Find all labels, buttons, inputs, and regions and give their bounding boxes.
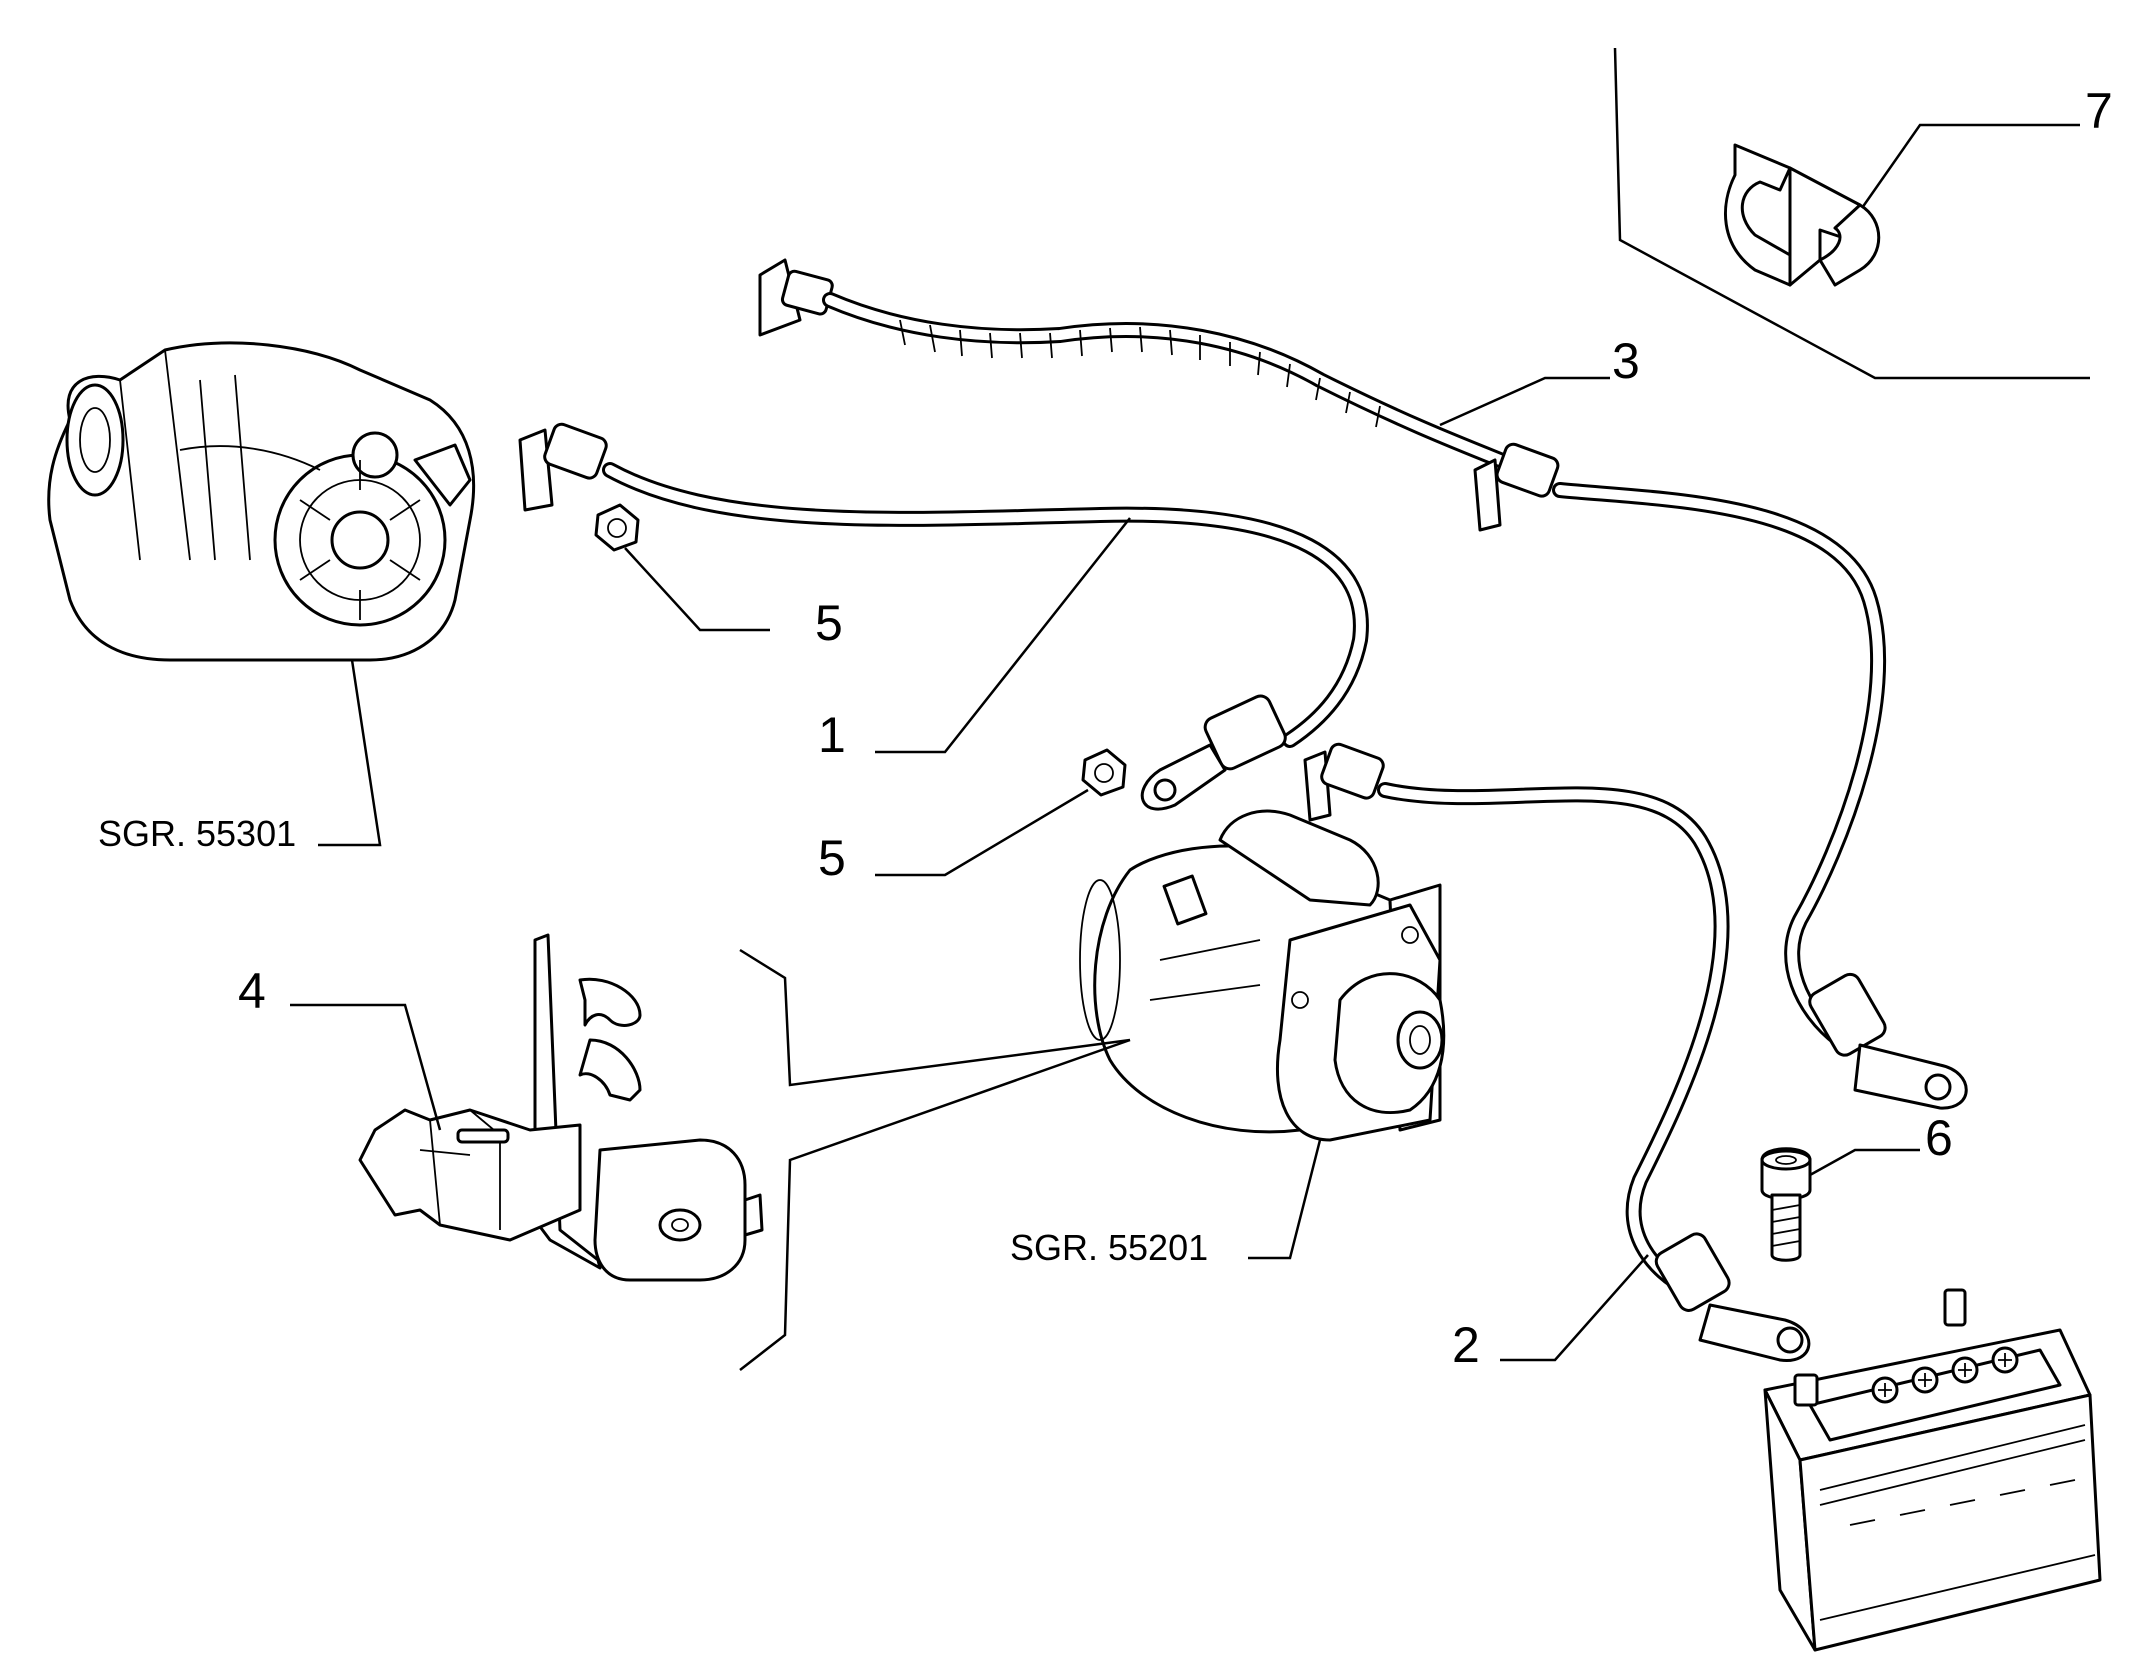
- leader-2: [1500, 1254, 1649, 1362]
- leader-4: [290, 1003, 442, 1131]
- leader-1: [875, 517, 1131, 754]
- cable-1: [518, 422, 1369, 811]
- callout-5-upper: 5: [815, 595, 843, 651]
- nut-5-upper: [594, 503, 640, 552]
- bolt-6: [1760, 1147, 1812, 1262]
- leader-3: [1439, 376, 1610, 427]
- callout-3: 3: [1612, 333, 1640, 389]
- clip-7: [1724, 143, 1881, 287]
- bracket-upper: [739, 948, 1131, 1087]
- callout-6: 6: [1925, 1110, 1953, 1166]
- battery-illustration: [1763, 1288, 2102, 1652]
- bracket-assembly-4: [358, 933, 764, 1282]
- ref-alternator-label: SGR. 55301: [98, 813, 296, 854]
- leader-alternator: [318, 659, 382, 847]
- leader-7: [1860, 123, 2080, 209]
- callout-1: 1: [818, 707, 846, 763]
- callout-4: 4: [238, 963, 266, 1019]
- leader-starter: [1248, 1139, 1322, 1260]
- callout-2: 2: [1452, 1317, 1480, 1373]
- ref-starter-label: SGR. 55201: [1010, 1227, 1208, 1268]
- leader-5-lower: [875, 788, 1089, 877]
- nut-5-lower: [1081, 748, 1127, 797]
- cable-2: [1303, 742, 1811, 1362]
- leader-6: [1809, 1148, 1920, 1177]
- leader-5-upper: [624, 547, 770, 632]
- alternator-illustration: [47, 341, 476, 662]
- cable-3: [758, 258, 1968, 1110]
- clip-7-frame: [1613, 47, 2090, 380]
- bracket-lower: [739, 1038, 1131, 1371]
- starter-motor-illustration: [1079, 809, 1446, 1142]
- callout-7: 7: [2085, 83, 2113, 139]
- callout-5-lower: 5: [818, 830, 846, 886]
